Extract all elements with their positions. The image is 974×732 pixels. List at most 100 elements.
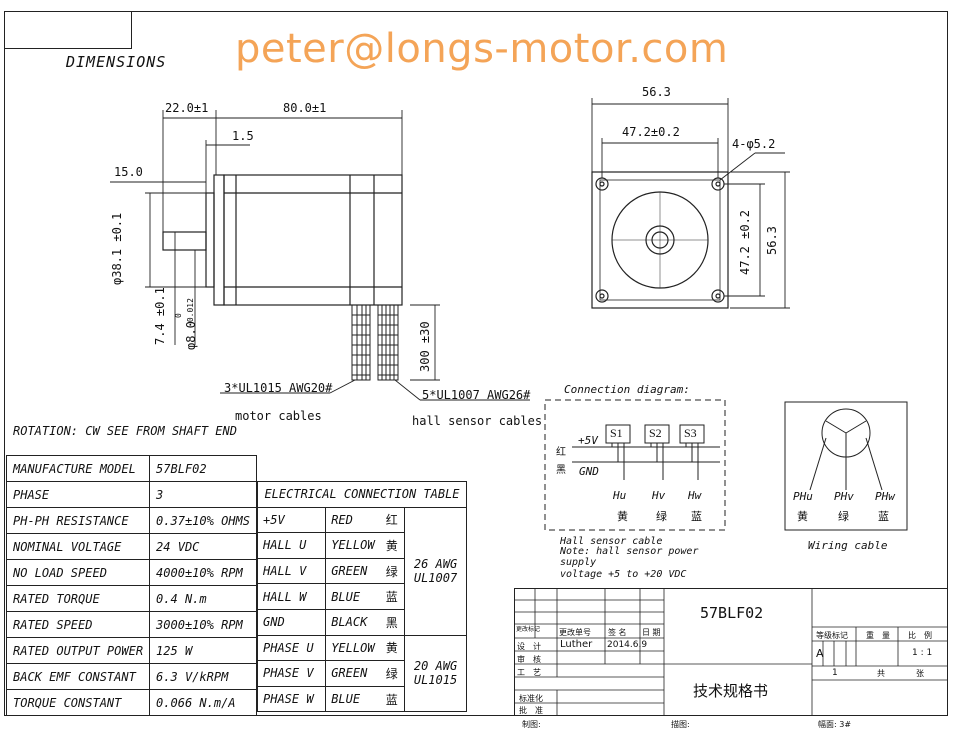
drawing-frame [4, 11, 948, 716]
title-block [514, 588, 948, 716]
electrical-cn: 绿 [380, 660, 406, 687]
tb-tracer: 描图: [671, 720, 690, 729]
group-ul: UL1007 [413, 571, 458, 586]
dim-7-4: 7.4 ±0.1 [153, 287, 167, 345]
hall-cables-spec: 5*UL1007 AWG26# [422, 388, 531, 402]
spec-value: 4000±10% RPM [149, 559, 257, 586]
group-awg: 20 AWG [413, 659, 458, 674]
title-model: 57BLF02 [700, 604, 764, 622]
tb-design: 设 计 [517, 642, 541, 651]
electrical-cn: 绿 [380, 557, 406, 585]
hu-label: Hu [613, 489, 627, 502]
hall-cables-label: hall sensor cables [412, 414, 543, 428]
spec-value: 125 W [149, 637, 257, 664]
tb-sheets: 张 [916, 669, 924, 678]
black-cn: 黑 [556, 465, 566, 476]
dim-8-tol-upper: 0 [174, 313, 183, 318]
electrical-title: ELECTRICAL CONNECTION TABLE [257, 481, 467, 508]
spec-value: 0.4 N.m [149, 585, 257, 612]
electrical-cn: 蓝 [380, 583, 406, 610]
dim-15: 15.0 [114, 165, 143, 179]
dim-8-tol-lower: -0.012 [186, 298, 195, 327]
electrical-color: YELLOW [325, 634, 381, 662]
dim-47-2-side: 47.2 ±0.2 [738, 209, 752, 275]
phw-cn: 蓝 [878, 511, 889, 523]
email-watermark: peter@longs-motor.com [235, 26, 729, 72]
note-line-4: voltage +5 to +20 VDC [560, 569, 687, 580]
electrical-cn: 红 [380, 506, 406, 534]
electrical-color: GREEN [325, 660, 381, 687]
electrical-color: BLACK [325, 608, 381, 636]
phv-label: PHv [834, 490, 854, 503]
tb-total: 共 [877, 669, 885, 678]
dimensions-title: DIMENSIONS [66, 53, 167, 71]
tb-sign: 签 名 [608, 628, 627, 637]
spec-value: 0.37±10% OHMS [149, 507, 257, 534]
electrical-color: RED [325, 506, 381, 534]
tb-sheet-one: 1 [832, 668, 838, 678]
spec-name: RATED TORQUE [5, 585, 151, 612]
dim-56-3-side: 56.3 [765, 226, 779, 255]
motor-cables-label: motor cables [235, 409, 322, 423]
spec-name: RATED SPEED [5, 611, 151, 638]
spec-value: 3000±10% RPM [149, 611, 257, 638]
tb-design-date: 2014.6.9 [607, 640, 648, 650]
dim-80: 80.0±1 [283, 101, 327, 115]
hv-label: Hv [652, 489, 666, 502]
tb-standard: 标准化 [519, 694, 543, 703]
spec-name: BACK EMF CONSTANT [5, 663, 151, 690]
dim-300: 300 ±30 [418, 321, 432, 372]
corner-box [4, 11, 132, 49]
electrical-signal: PHASE W [256, 685, 327, 713]
electrical-cn: 黑 [380, 608, 406, 636]
electrical-signal: GND [256, 608, 327, 636]
spec-value: 57BLF02 [149, 455, 257, 482]
electrical-color: BLUE [325, 583, 381, 610]
spec-name: PH-PH RESISTANCE [5, 507, 151, 534]
electrical-color: GREEN [325, 557, 381, 585]
tb-drafter: 制图: [522, 720, 541, 729]
rotation-note: ROTATION: CW SEE FROM SHAFT END [13, 424, 237, 438]
gnd-label: GND [579, 465, 599, 478]
plus5v-label: +5V [578, 434, 598, 447]
red-cn: 红 [556, 447, 566, 458]
tb-change-no: 更改单号 [559, 628, 591, 637]
s1-label: S1 [610, 426, 623, 440]
tb-grade-mark: 等级标记 [816, 631, 848, 640]
tb-weight: 重 量 [866, 631, 890, 640]
s2-label: S2 [649, 426, 662, 440]
dim-1-5: 1.5 [232, 129, 254, 143]
dim-38: φ38.1 ±0.1 [110, 212, 124, 285]
electrical-color: YELLOW [325, 532, 381, 559]
phw-label: PHw [875, 490, 895, 503]
phu-label: PHu [793, 490, 813, 503]
tb-review: 审 核 [517, 655, 541, 664]
electrical-signal: PHASE U [256, 634, 327, 662]
s3-label: S3 [684, 426, 697, 440]
title-doc: 技术规格书 [693, 684, 769, 700]
dim-56-3-top: 56.3 [642, 85, 671, 99]
dim-22: 22.0±1 [165, 101, 209, 115]
tb-ratio: 比 例 [908, 631, 932, 640]
hu-cn: 黄 [617, 511, 628, 523]
spec-name: PHASE [5, 481, 151, 508]
hw-cn: 蓝 [691, 511, 702, 523]
electrical-signal: HALL W [256, 583, 327, 610]
electrical-signal: +5V [256, 506, 327, 534]
tb-approve: 批 准 [519, 706, 543, 715]
connection-title: Connection diagram: [564, 383, 690, 396]
spec-value: 3 [149, 481, 257, 508]
dim-47-2-top: 47.2±0.2 [622, 125, 680, 139]
